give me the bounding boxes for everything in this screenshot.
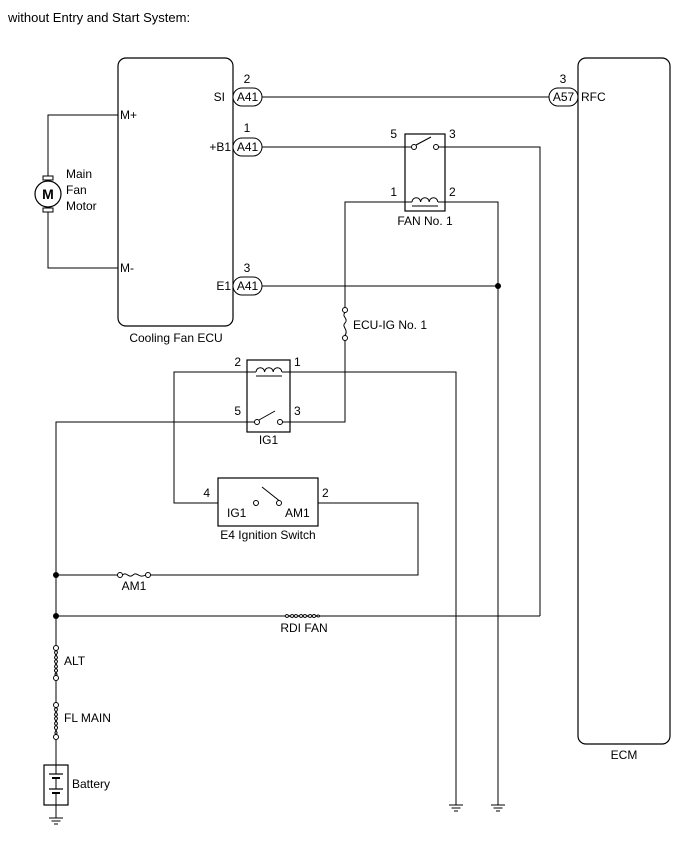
- ignition-switch-pin4: 4: [203, 486, 210, 500]
- fan-relay-pin2: 2: [449, 185, 456, 199]
- fan-relay-pin5: 5: [390, 127, 397, 141]
- fan-relay-box: [404, 133, 446, 212]
- motor-label-2: Fan: [66, 183, 87, 197]
- fan-relay-label: FAN No. 1: [397, 214, 453, 228]
- connector-rfc-pin: 3: [560, 72, 567, 86]
- connector-si-name: A41: [237, 90, 259, 104]
- ignition-switch-am1: AM1: [285, 506, 310, 520]
- fuse-am1-label: AM1: [122, 579, 147, 593]
- motor-symbol: M: [42, 186, 54, 202]
- pin-label-e1: E1: [216, 279, 231, 293]
- junction-dot-rdi: [53, 613, 59, 619]
- motor-label-1: Main: [66, 167, 92, 181]
- ig1-relay-pin5: 5: [234, 404, 241, 418]
- pin-label-mminus: M-: [120, 261, 134, 275]
- fuse-alt: ALT: [53, 645, 86, 681]
- connector-e1: A41 3: [232, 261, 263, 296]
- battery-label: Battery: [72, 777, 110, 791]
- fuse-ecu-ig-label: ECU-IG No. 1: [353, 318, 427, 332]
- ecm-label: ECM: [611, 748, 638, 762]
- fuse-rdi-fan-label: RDI FAN: [280, 621, 327, 635]
- connector-rfc: A57 3: [548, 72, 579, 107]
- ecm-box: [577, 57, 671, 745]
- fuse-rdi-fan: RDI FAN: [280, 613, 328, 635]
- diagram-title: without Entry and Start System:: [7, 10, 190, 25]
- ignition-switch: IG1 AM1 4 2 E4 Ignition Switch: [203, 477, 329, 542]
- fuse-alt-label: ALT: [64, 654, 86, 668]
- pin-label-si: SI: [214, 90, 225, 104]
- cooling-fan-ecu: M+ M- SI +B1 E1 Cooling Fan ECU: [117, 57, 234, 345]
- connector-rfc-name: A57: [553, 90, 575, 104]
- fuse-fl-main-label: FL MAIN: [64, 711, 111, 725]
- ground-icon-fan: [491, 804, 505, 812]
- connector-si-pin: 2: [244, 72, 251, 86]
- connector-b1: A41 1: [232, 121, 263, 157]
- motor-icon: [34, 180, 62, 208]
- ecm: RFC ECM: [577, 57, 671, 762]
- fuse-am1: AM1: [117, 572, 151, 593]
- fuse-fl-main: FL MAIN: [53, 702, 111, 740]
- cooling-fan-ecu-label: Cooling Fan ECU: [129, 331, 222, 345]
- ig1-relay-pin2: 2: [234, 355, 241, 369]
- fan-relay-pin3: 3: [449, 127, 456, 141]
- pin-label-mplus: M+: [120, 108, 137, 122]
- ground-icon-battery: [49, 817, 63, 825]
- junction-dot-am1: [53, 572, 59, 578]
- wires: [47, 96, 550, 818]
- motor-label-3: Motor: [66, 199, 97, 213]
- fuse-ecu-ig: ECU-IG No. 1: [342, 307, 427, 341]
- battery: Battery: [43, 764, 110, 806]
- ecm-pin-rfc: RFC: [581, 90, 606, 104]
- ig1-relay-pin3: 3: [294, 404, 301, 418]
- cooling-fan-ecu-box: [117, 57, 234, 327]
- ig1-relay-box: [246, 359, 291, 433]
- ground-icon-ig1: [449, 804, 463, 812]
- ig1-relay-pin1: 1: [294, 355, 301, 369]
- pin-label-b1: +B1: [209, 140, 231, 154]
- fan-relay-pin1: 1: [390, 185, 397, 199]
- connector-e1-pin: 3: [244, 261, 251, 275]
- ignition-switch-label: E4 Ignition Switch: [220, 528, 315, 542]
- junction-dot-e1: [495, 283, 501, 289]
- connector-b1-name: A41: [237, 140, 259, 154]
- ignition-switch-box: [217, 477, 319, 527]
- fan-relay: 5 3 1 2 FAN No. 1: [390, 127, 456, 228]
- main-fan-motor: M Main Fan Motor: [34, 167, 97, 213]
- ig1-relay-label: IG1: [259, 433, 279, 447]
- connector-b1-pin: 1: [244, 121, 251, 135]
- ignition-switch-ig1: IG1: [227, 506, 247, 520]
- ig1-relay: 2 1 5 3 IG1: [234, 355, 301, 447]
- ignition-switch-pin2: 2: [322, 486, 329, 500]
- connector-si: A41 2: [232, 72, 263, 107]
- connector-e1-name: A41: [237, 279, 259, 293]
